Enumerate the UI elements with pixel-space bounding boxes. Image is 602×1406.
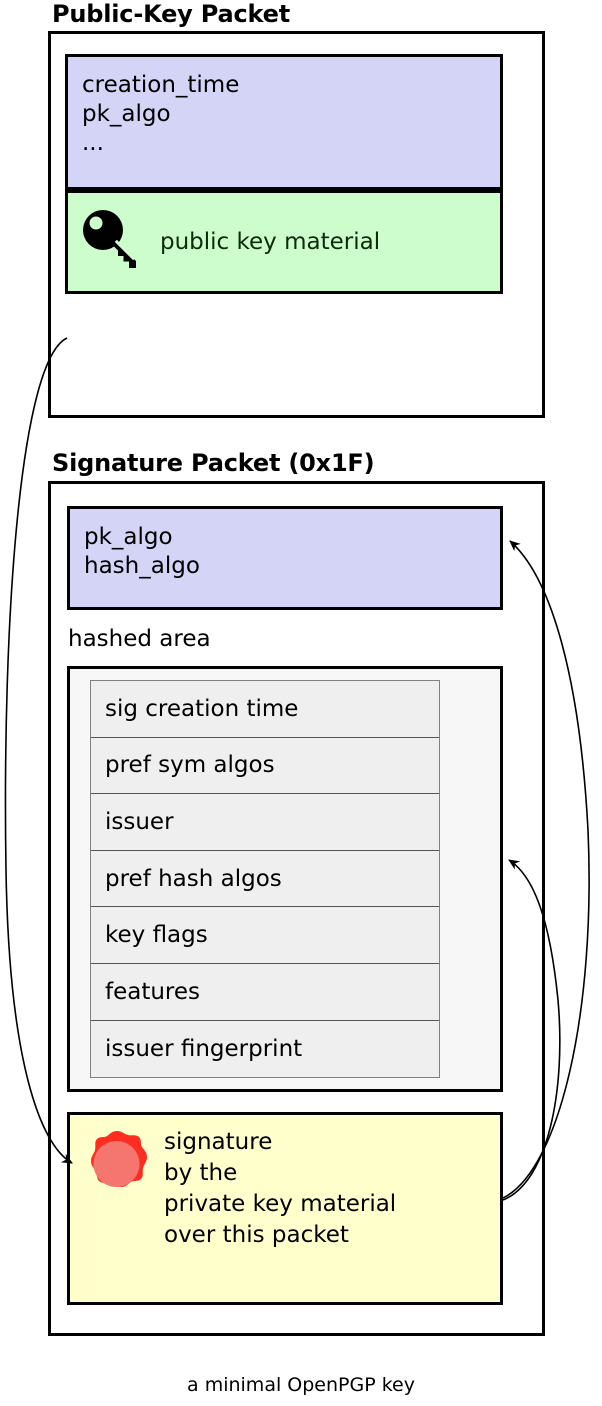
signature-packet-title: Signature Packet (0x1F) bbox=[52, 449, 375, 477]
public-key-header-fields-text: creation_time pk_algo ... bbox=[82, 72, 240, 156]
signature-description-text: signature by the private key material ov… bbox=[164, 1129, 397, 1248]
public-key-packet-title: Public-Key Packet bbox=[52, 0, 290, 28]
list-item: pref hash algos bbox=[91, 850, 439, 908]
list-item: key flags bbox=[91, 907, 439, 964]
signature-header-fields-text: pk_algo hash_algo bbox=[84, 524, 200, 579]
hashed-subpacket-list: sig creation time pref sym algos issuer … bbox=[90, 680, 440, 1078]
hashed-area-label: hashed area bbox=[68, 626, 211, 652]
signature-box: signature by the private key material ov… bbox=[67, 1112, 503, 1305]
list-item: issuer fingerprint bbox=[91, 1020, 439, 1078]
list-item: features bbox=[91, 963, 439, 1021]
public-key-header-fields-box: creation_time pk_algo ... bbox=[65, 54, 503, 190]
list-item: issuer bbox=[91, 794, 439, 851]
signature-header-fields-box: pk_algo hash_algo bbox=[67, 506, 503, 610]
wax-seal-icon bbox=[82, 1127, 152, 1199]
list-item: sig creation time bbox=[91, 681, 439, 738]
key-icon bbox=[78, 206, 150, 278]
diagram-caption: a minimal OpenPGP key bbox=[187, 1374, 415, 1396]
list-item: pref sym algos bbox=[91, 737, 439, 795]
public-key-material-label: public key material bbox=[160, 228, 381, 255]
public-key-material-box: public key material bbox=[65, 190, 503, 294]
